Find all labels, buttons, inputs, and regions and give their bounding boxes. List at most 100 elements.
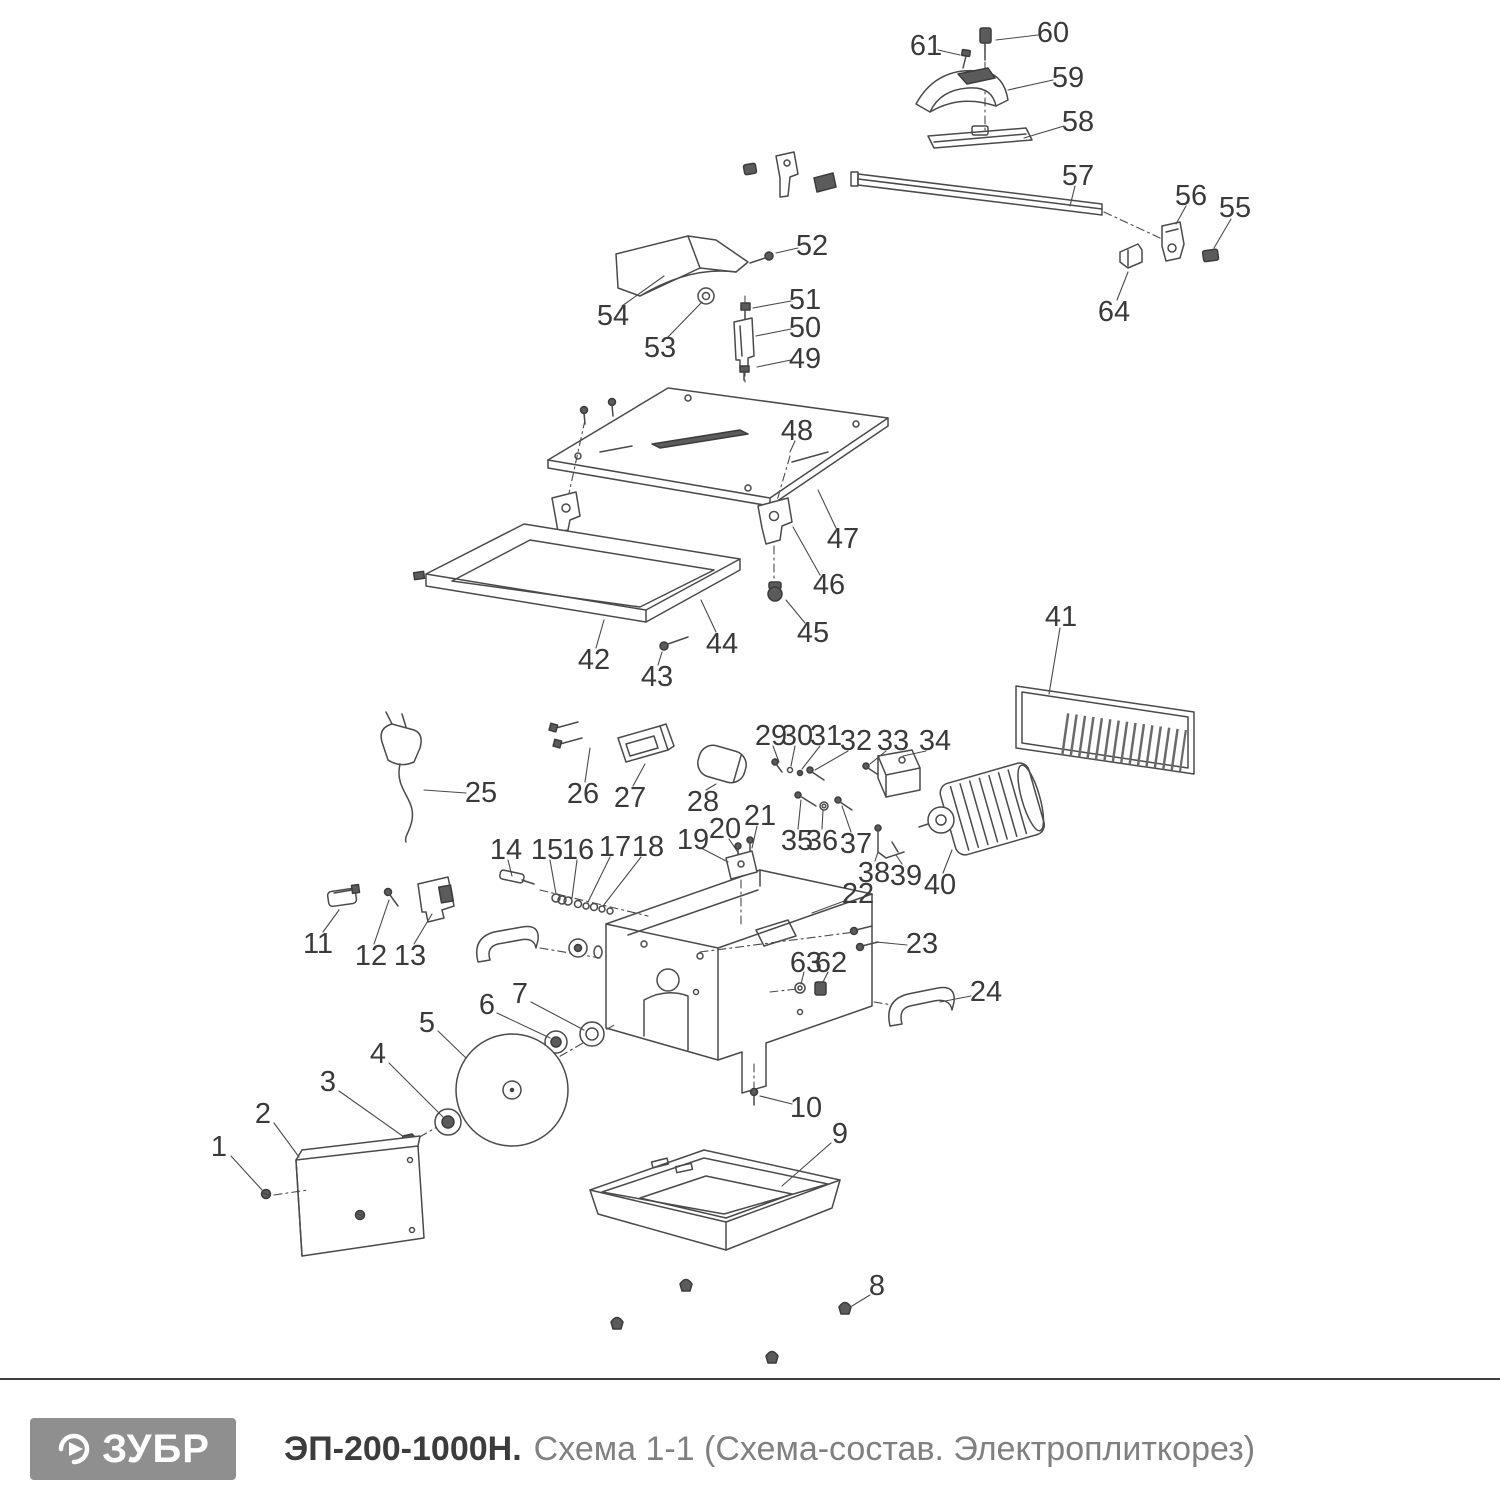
screw-1: [260, 1188, 309, 1200]
leader-line-39: [895, 854, 903, 865]
water-tray: [589, 1149, 841, 1251]
leader-line-27: [632, 763, 646, 787]
zubr-logo: ЗУБР: [30, 1418, 236, 1480]
leader-line-38: [874, 851, 879, 862]
part-label-11: 11: [303, 928, 333, 960]
small-fasteners: [771, 758, 881, 781]
leader-line-59: [1007, 79, 1054, 91]
part-label-36: 36: [806, 825, 838, 857]
part-label-40: 40: [924, 869, 956, 901]
part-label-7: 7: [512, 978, 528, 1010]
schema-title: ЭП-200-1000Н. Схема 1-1 (Схема-состав. Эл…: [284, 1430, 1255, 1469]
motor: [918, 762, 1046, 856]
part-label-13: 13: [394, 940, 426, 972]
part-label-27: 27: [614, 782, 646, 814]
zubr-logo-icon: [58, 1433, 90, 1465]
part-label-6: 6: [479, 989, 495, 1021]
leader-line-22: [811, 899, 848, 914]
part-label-64: 64: [1098, 296, 1130, 328]
part-label-30: 30: [781, 720, 813, 752]
part-label-53: 53: [644, 332, 676, 364]
part-label-34: 34: [919, 725, 951, 757]
blade-guard: [915, 67, 1009, 113]
part-label-22: 22: [842, 878, 874, 910]
leader-line-16: [571, 859, 578, 899]
schema-title-rest: Схема 1-1 (Схема-состав. Электроплиткоре…: [533, 1429, 1256, 1468]
leader-line-54: [621, 275, 665, 307]
part-label-19: 19: [677, 824, 709, 856]
part-label-60: 60: [1037, 17, 1069, 49]
part-label-18: 18: [632, 831, 664, 863]
part-label-1: 1: [211, 1131, 227, 1163]
leader-line-5: [437, 1030, 467, 1059]
part-label-54: 54: [597, 300, 629, 332]
part-label-39: 39: [890, 860, 922, 892]
leader-line-49: [756, 359, 792, 368]
part-label-38: 38: [858, 857, 890, 889]
part-label-24: 24: [970, 976, 1002, 1008]
part-label-56: 56: [1175, 180, 1207, 212]
flange-outer: [544, 1030, 568, 1054]
leader-line-8: [851, 1294, 871, 1307]
leader-line-31: [801, 745, 821, 770]
leader-line-26: [584, 747, 591, 783]
part-label-41: 41: [1045, 601, 1077, 633]
rail-clamp-axis: [1103, 211, 1161, 239]
part-label-10: 10: [790, 1092, 822, 1124]
rubber-feet: [610, 1278, 852, 1364]
leader-line-17: [587, 856, 611, 903]
leader-line-48: [789, 440, 796, 453]
leader-line-3: [338, 1090, 405, 1138]
leader-line-15: [549, 859, 557, 895]
cutting-blade: [455, 1033, 569, 1147]
schema-model-number: ЭП-200-1000Н.: [284, 1429, 522, 1468]
pin-14: [499, 869, 535, 885]
leader-line-32: [814, 750, 849, 771]
leader-line-19: [700, 847, 729, 863]
side-cover: [295, 1135, 425, 1257]
terminal-box: [877, 749, 921, 798]
part-label-2: 2: [255, 1098, 271, 1130]
screw-43: [659, 636, 689, 651]
leader-line-58: [1023, 125, 1065, 139]
part-label-58: 58: [1062, 106, 1094, 138]
footer-divider: [0, 1378, 1500, 1380]
vent-grille: [1015, 685, 1195, 775]
housing: [605, 869, 873, 1094]
bracket-axis-right: [775, 455, 791, 505]
tension-pulley: [568, 938, 603, 959]
screw-52: [749, 251, 774, 264]
leader-line-55: [1213, 218, 1232, 249]
leader-line-28: [705, 783, 717, 791]
screw-12: [383, 887, 399, 907]
leader-line-7: [530, 1001, 585, 1031]
part-label-57: 57: [1062, 160, 1094, 192]
housing-screw-axis: [699, 931, 856, 953]
part-label-49: 49: [789, 343, 821, 375]
part-label-43: 43: [641, 661, 673, 693]
part-label-9: 9: [832, 1118, 848, 1150]
screw-10: [749, 1063, 759, 1106]
leader-line-41: [1048, 627, 1061, 695]
part-label-61: 61: [910, 30, 942, 62]
exploded-parts-diagram: 1234567891011121314151617181920212223242…: [211, 17, 1251, 1364]
part-label-48: 48: [781, 415, 813, 447]
leader-line-47: [817, 489, 837, 529]
part-label-33: 33: [877, 725, 909, 757]
leader-line-64: [1116, 271, 1129, 301]
bracket-axis-left: [567, 419, 586, 499]
leader-line-25: [423, 789, 467, 794]
washer-7: [579, 1021, 605, 1047]
support-frame: [412, 523, 741, 623]
leader-line-29: [772, 745, 780, 763]
table-bracket-left: [551, 491, 581, 533]
fence-lock-parts: [742, 151, 837, 198]
leader-line-40: [942, 849, 953, 874]
leader-line-4: [388, 1062, 444, 1118]
leader-line-14: [507, 859, 513, 877]
leader-line-2: [273, 1122, 300, 1158]
leader-line-45: [785, 599, 806, 624]
part-label-28: 28: [687, 786, 719, 818]
part-label-52: 52: [796, 230, 828, 262]
